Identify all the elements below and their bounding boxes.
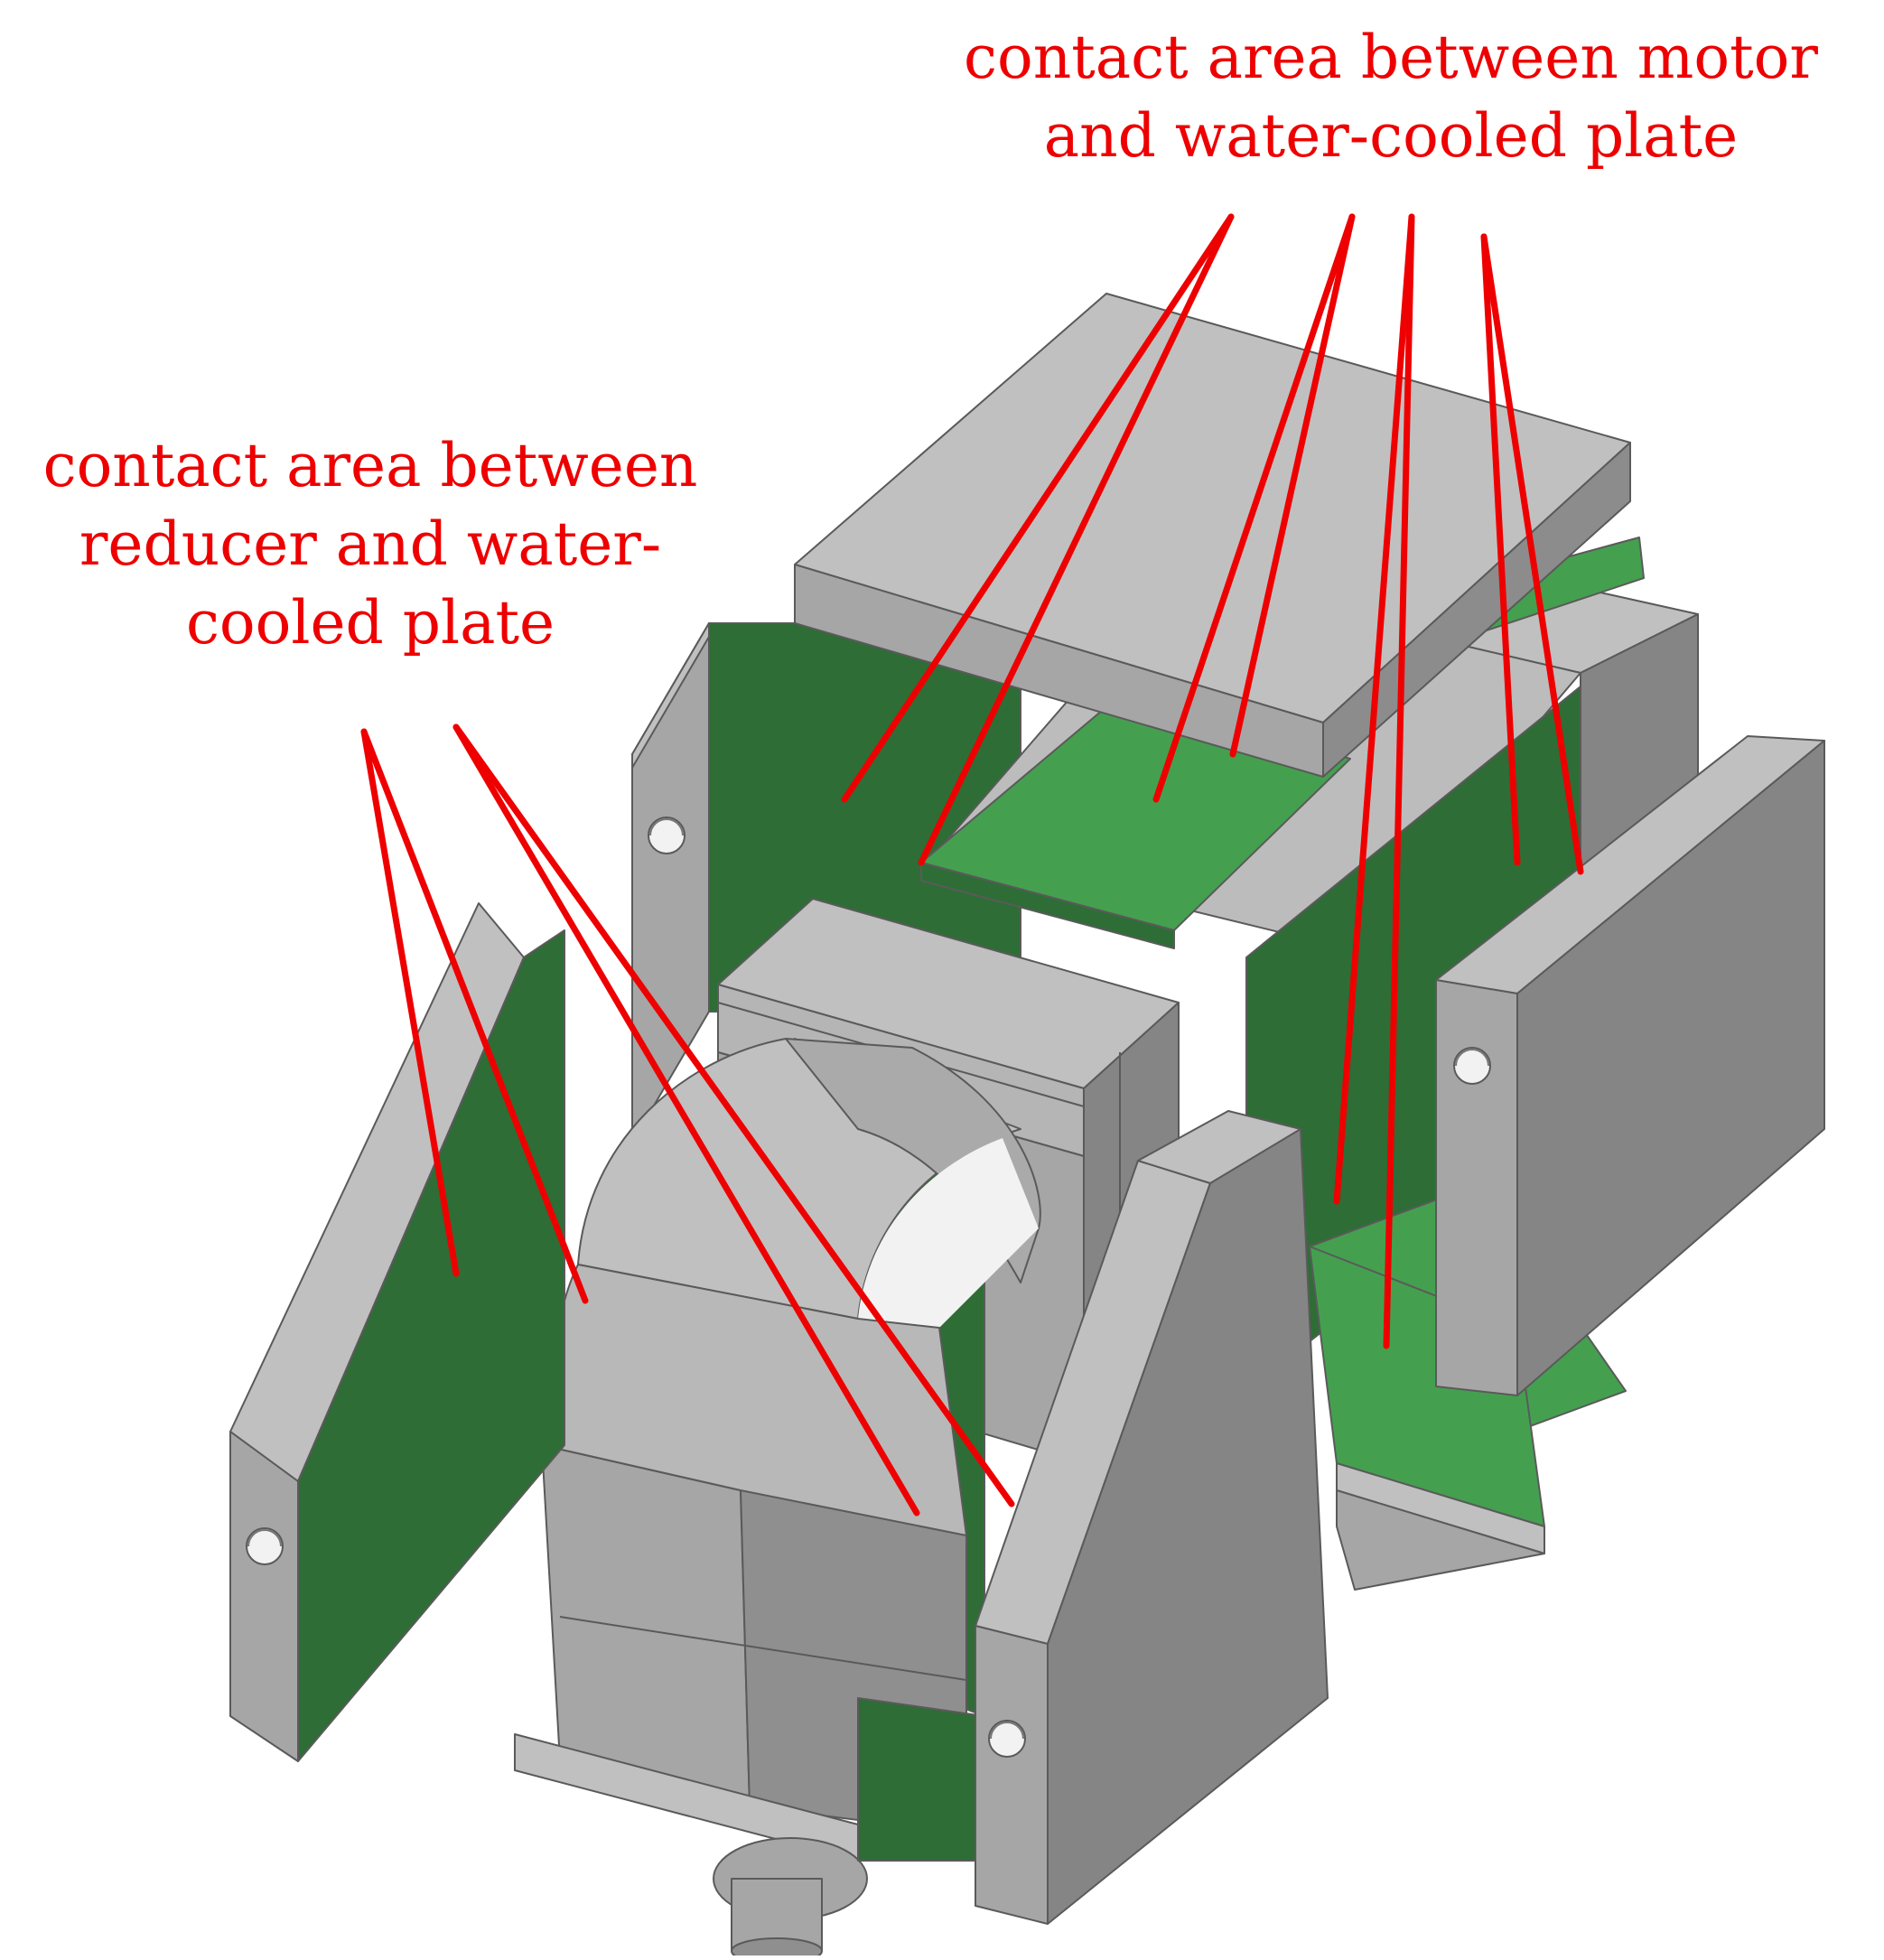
reducer-leader-4 bbox=[452, 723, 1015, 1507]
reducer-leader-2 bbox=[360, 728, 589, 1304]
motor-leader-5 bbox=[1333, 213, 1415, 1205]
motor-annotation-line-1: contact area between motor bbox=[964, 23, 1818, 92]
motor-leader-4 bbox=[1229, 213, 1356, 758]
reducer-contact-annotation: contact area between reducer and water- … bbox=[0, 426, 741, 662]
motor-leader-8 bbox=[1480, 233, 1584, 875]
front-left-side-plate bbox=[229, 902, 565, 1762]
front-right-side-plate bbox=[975, 1110, 1329, 1925]
reducer-leader-1 bbox=[360, 728, 460, 1277]
right-side-plate bbox=[1435, 735, 1825, 1396]
reducer-annotation-line-3: cooled plate bbox=[185, 588, 555, 658]
motor-leader-lines bbox=[841, 213, 1584, 1349]
motor-leader-7 bbox=[1480, 233, 1521, 866]
reducer-leader-3 bbox=[452, 723, 920, 1517]
motor-contact-annotation: contact area between motor and water-coo… bbox=[903, 18, 1879, 175]
reducer-annotation-line-1: contact area between bbox=[42, 431, 698, 500]
motor-leader-2 bbox=[918, 213, 1235, 866]
motor-leader-3 bbox=[1152, 213, 1356, 803]
motor-leader-6 bbox=[1383, 213, 1415, 1349]
motor-annotation-line-2: and water-cooled plate bbox=[1043, 101, 1739, 172]
back-left-side-plate bbox=[631, 622, 1021, 1143]
reducer-leader-lines bbox=[360, 723, 1015, 1517]
reducer bbox=[514, 1038, 1041, 1960]
reducer-annotation-line-2: reducer and water- bbox=[79, 509, 662, 580]
motor-leader-1 bbox=[841, 213, 1235, 803]
